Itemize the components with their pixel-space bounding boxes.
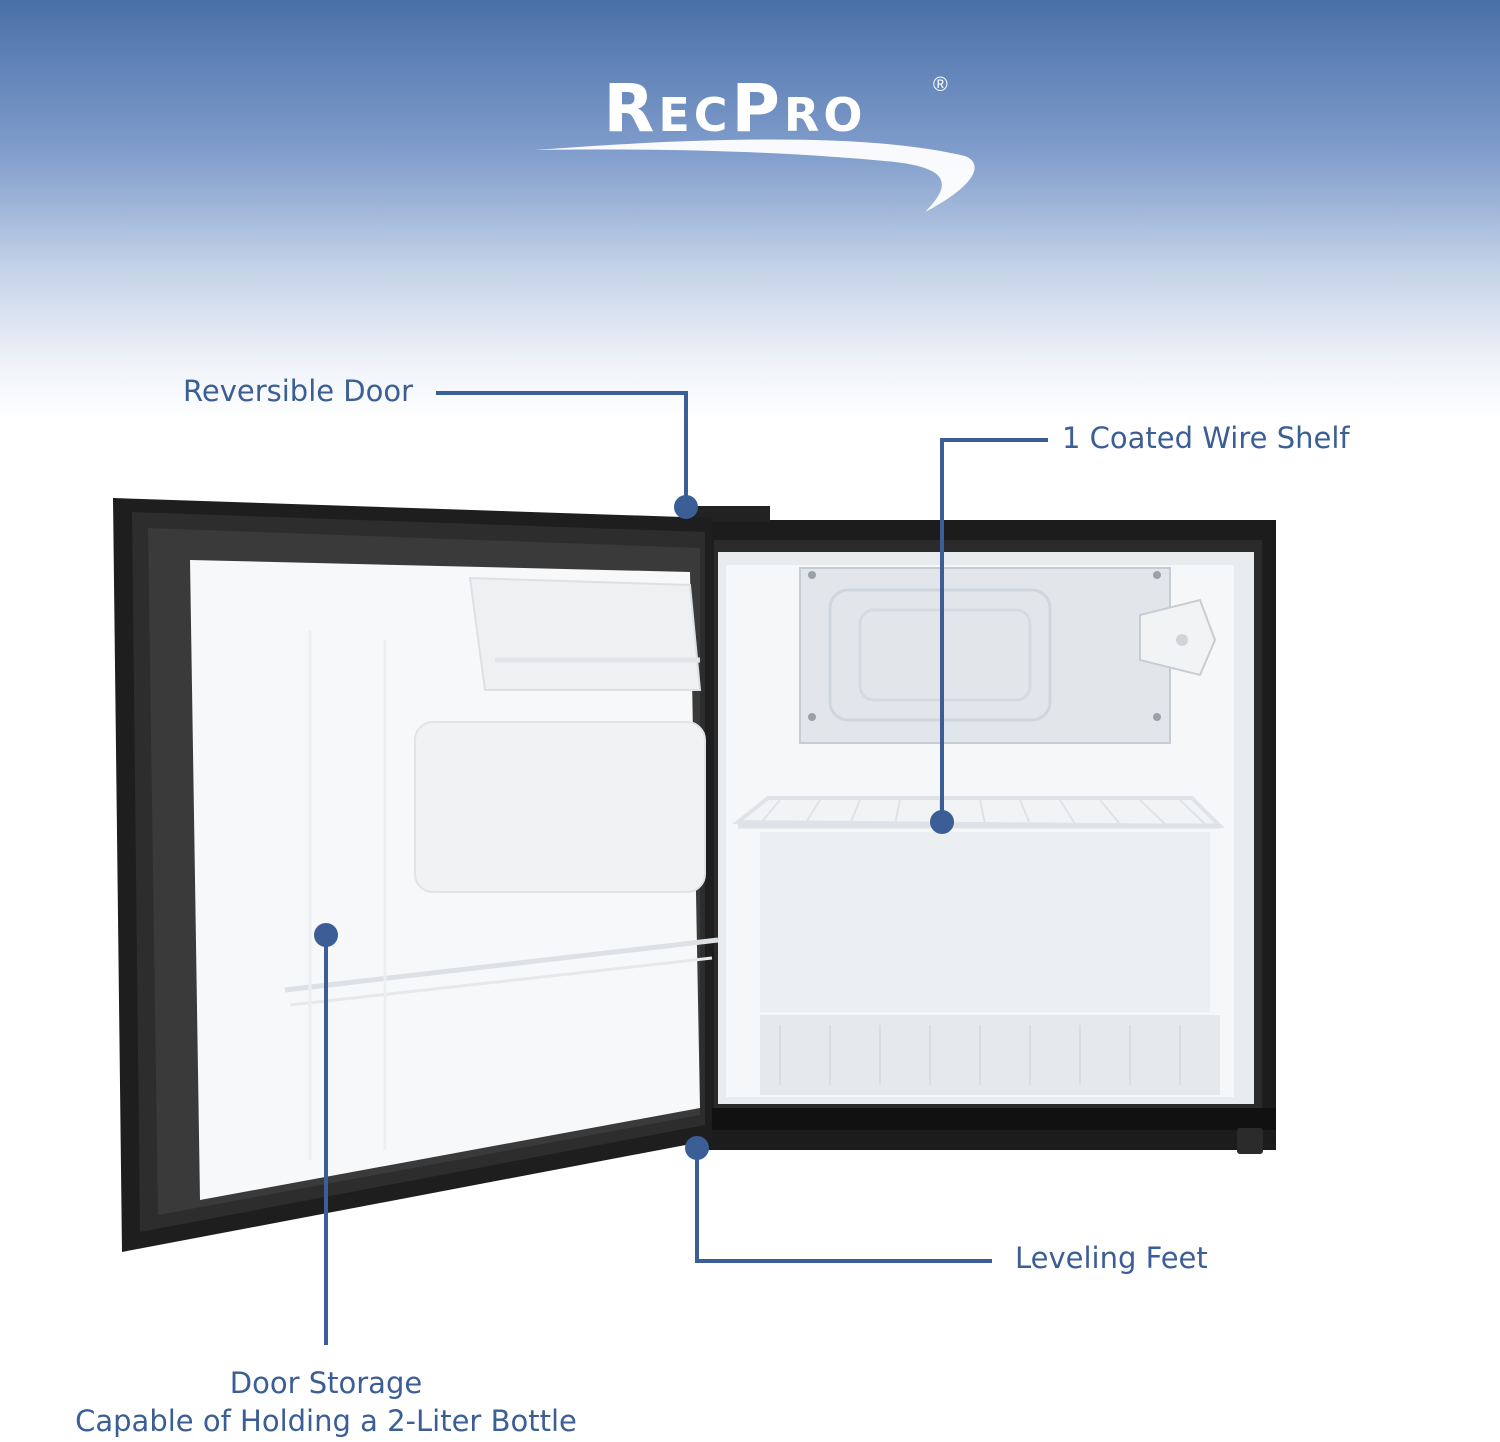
wire-shelf-leader	[940, 438, 1048, 820]
open-door	[113, 498, 719, 1252]
leveling-feet-leader	[695, 1150, 992, 1263]
door-storage-subtitle: Capable of Holding a 2-Liter Bottle	[75, 1404, 577, 1438]
wire-shelf	[732, 796, 1225, 829]
door-storage-marker-icon	[314, 923, 338, 947]
recpro-logo: RecPro ®	[535, 70, 975, 220]
reversible-door-marker-icon	[674, 495, 698, 519]
wire-shelf-label: 1 Coated Wire Shelf	[1062, 421, 1350, 455]
logo-wordmark: RecPro	[603, 70, 867, 147]
callout-leaders	[324, 391, 1048, 1345]
evaporator-plate	[799, 567, 1171, 744]
reversible-door-leader	[436, 391, 688, 505]
leveling-feet-marker-icon	[685, 1136, 709, 1160]
leveling-foot	[1237, 1128, 1263, 1154]
registered-mark: ®	[933, 74, 948, 96]
leveling-feet-label: Leveling Feet	[1015, 1241, 1208, 1275]
wire-shelf-marker-icon	[930, 810, 954, 834]
door-storage-title: Door Storage	[229, 1366, 423, 1400]
reversible-door-label: Reversible Door	[183, 374, 414, 408]
logo-swoosh-icon	[535, 139, 975, 212]
